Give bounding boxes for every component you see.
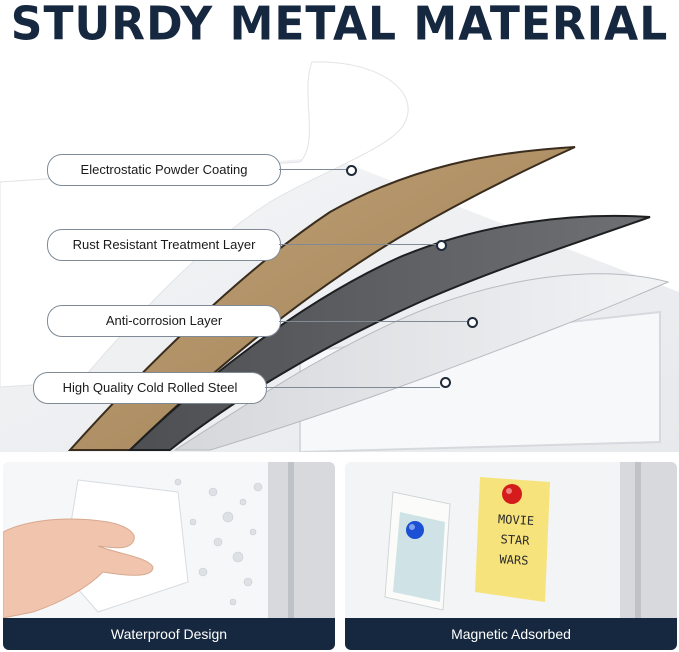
layer-label-anti-corrosion: Anti-corrosion Layer [47,305,281,337]
headline: STURDY METAL MATERIAL [10,0,669,52]
layer-label-powder-coating: Electrostatic Powder Coating [47,154,281,186]
waterproof-illustration [3,462,335,618]
note-line: WARS [499,552,529,568]
gray-layer [127,214,651,451]
waterproof-panel: Waterproof Design [3,462,335,650]
panel-caption-waterproof: Waterproof Design [3,618,335,650]
panel-caption-magnetic: Magnetic Adsorbed [345,618,677,650]
pointer-dot [440,377,451,388]
blue-magnet [406,521,424,539]
magnetic-illustration [345,462,677,618]
layer-label-rust-resistant: Rust Resistant Treatment Layer [47,229,281,261]
pointer-dot [467,317,478,328]
note-text: MOVIE STAR WARS [483,508,546,571]
leader-line [279,169,346,170]
layer-label-cold-rolled-steel: High Quality Cold Rolled Steel [33,372,267,404]
magnetic-panel: MOVIE STAR WARS Magnetic Adsorbed [345,462,677,650]
red-magnet [502,484,522,504]
leader-line [265,387,440,388]
steel-layer [173,273,670,451]
leader-line [279,321,467,322]
postcard-image [393,512,445,602]
sticky-note [475,477,550,602]
pointer-dot [436,240,447,251]
leader-line [279,244,436,245]
pointer-dot [346,165,357,176]
hand [3,518,154,618]
